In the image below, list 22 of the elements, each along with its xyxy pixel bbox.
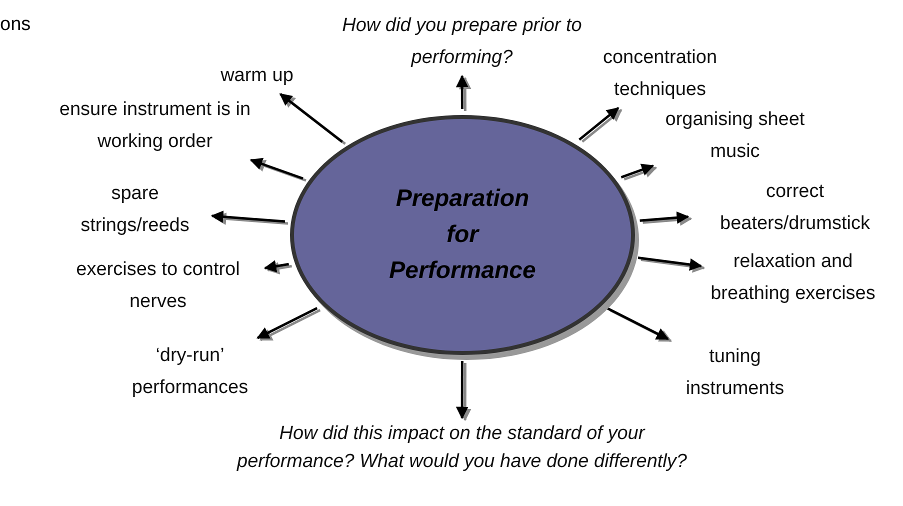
arrow [456,74,468,109]
idea-text: warm up [202,60,312,92]
arrow [279,93,343,143]
arrow [256,306,318,340]
question-text: How did this impact on the standard of your performance? What would you have done differently? [227,420,697,476]
arrow [638,256,702,271]
idea-text: tuning instruments [660,341,810,405]
arrow [250,158,304,180]
idea-text: spare strings/reeds [60,178,210,242]
cut-off-text: ons [0,14,31,36]
arrow [264,260,289,272]
arrow [640,211,690,224]
idea-text: ensure instrument is in working order [30,94,280,158]
arrow [210,210,286,223]
arrow [578,107,620,141]
idea-text: exercises to control nerves [53,254,263,318]
arrow [606,307,670,340]
arrow [620,164,654,178]
idea-text: relaxation and breathing exercises [703,246,883,310]
idea-text: ‘dry-run’ performances [100,340,280,404]
arrow [456,361,468,420]
ellipse-title: Preparation for Performance [388,184,537,286]
